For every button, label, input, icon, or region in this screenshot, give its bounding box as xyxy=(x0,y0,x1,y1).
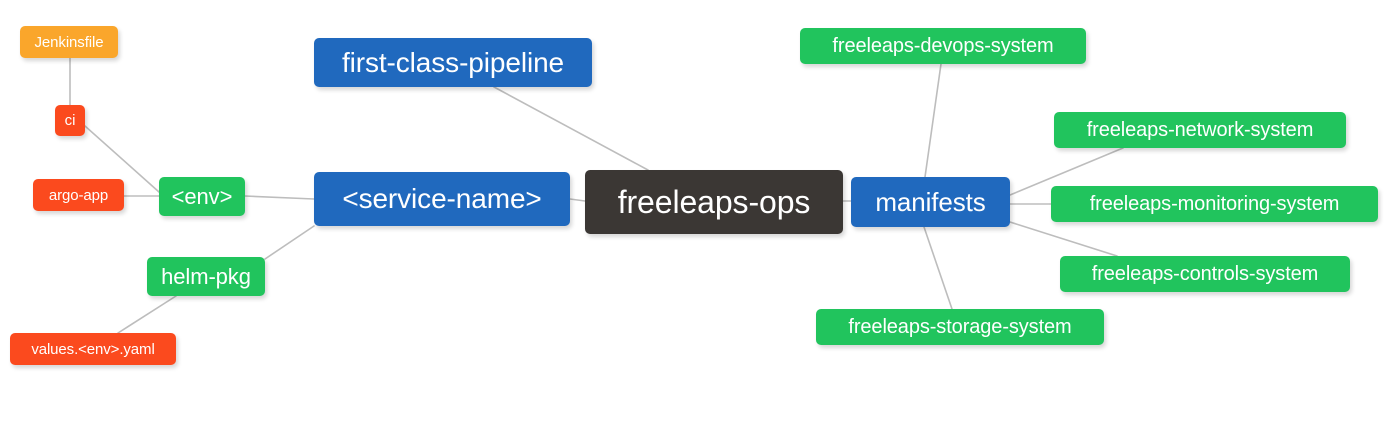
mindmap-node-label: freeleaps-network-system xyxy=(1086,119,1314,141)
edge-manifests-to-freeleaps-controls-system xyxy=(1009,221,1118,257)
mindmap-node-label: argo-app xyxy=(48,186,109,204)
mindmap-node-ci[interactable]: ci xyxy=(55,105,85,136)
edge-manifests-to-freeleaps-devops-system xyxy=(924,63,942,178)
mindmap-node-label: first-class-pipeline xyxy=(341,46,565,78)
edge-first-class-pipeline-to-freeleaps-ops xyxy=(493,86,649,171)
mindmap-node-argo-app[interactable]: argo-app xyxy=(33,179,124,211)
mindmap-node-service-name[interactable]: <service-name> xyxy=(314,172,570,226)
mindmap-node-label: <service-name> xyxy=(342,183,542,214)
mindmap-node-label: values.<env>.yaml xyxy=(31,340,155,358)
mindmap-node-label: freeleaps-ops xyxy=(617,184,811,220)
mindmap-node-label: freeleaps-storage-system xyxy=(848,316,1072,338)
mindmap-node-helm-pkg[interactable]: helm-pkg xyxy=(147,257,265,296)
mindmap-node-jenkinsfile[interactable]: Jenkinsfile xyxy=(20,26,118,58)
mindmap-node-label: freeleaps-controls-system xyxy=(1091,263,1319,285)
mindmap-node-freeleaps-monitoring-system[interactable]: freeleaps-monitoring-system xyxy=(1051,186,1378,222)
mindmap-node-freeleaps-network-system[interactable]: freeleaps-network-system xyxy=(1054,112,1346,148)
mindmap-node-label: <env> xyxy=(171,183,233,209)
mindmap-node-freeleaps-ops[interactable]: freeleaps-ops xyxy=(585,170,843,234)
mindmap-node-values-env-yaml[interactable]: values.<env>.yaml xyxy=(10,333,176,365)
edge-manifests-to-freeleaps-storage-system xyxy=(923,226,953,310)
mindmap-node-freeleaps-devops-system[interactable]: freeleaps-devops-system xyxy=(800,28,1086,64)
mindmap-node-freeleaps-controls-system[interactable]: freeleaps-controls-system xyxy=(1060,256,1350,292)
mindmap-node-label: Jenkinsfile xyxy=(34,33,104,51)
mindmap-node-label: freeleaps-monitoring-system xyxy=(1089,193,1340,215)
edge-env-to-service-name xyxy=(244,195,315,200)
mindmap-node-env[interactable]: <env> xyxy=(159,177,245,216)
mindmap-node-first-class-pipeline[interactable]: first-class-pipeline xyxy=(314,38,592,87)
mindmap-node-label: helm-pkg xyxy=(161,263,251,289)
edge-service-name-to-helm-pkg xyxy=(264,225,315,260)
edge-helm-pkg-to-values-env-yaml xyxy=(117,295,177,334)
mindmap-node-label: freeleaps-devops-system xyxy=(832,35,1054,57)
edge-service-name-to-freeleaps-ops xyxy=(569,198,586,202)
mindmap-node-manifests[interactable]: manifests xyxy=(851,177,1010,227)
mindmap-node-label: ci xyxy=(64,112,76,129)
mindmap-node-label: manifests xyxy=(875,187,986,217)
mindmap-node-freeleaps-storage-system[interactable]: freeleaps-storage-system xyxy=(816,309,1104,345)
